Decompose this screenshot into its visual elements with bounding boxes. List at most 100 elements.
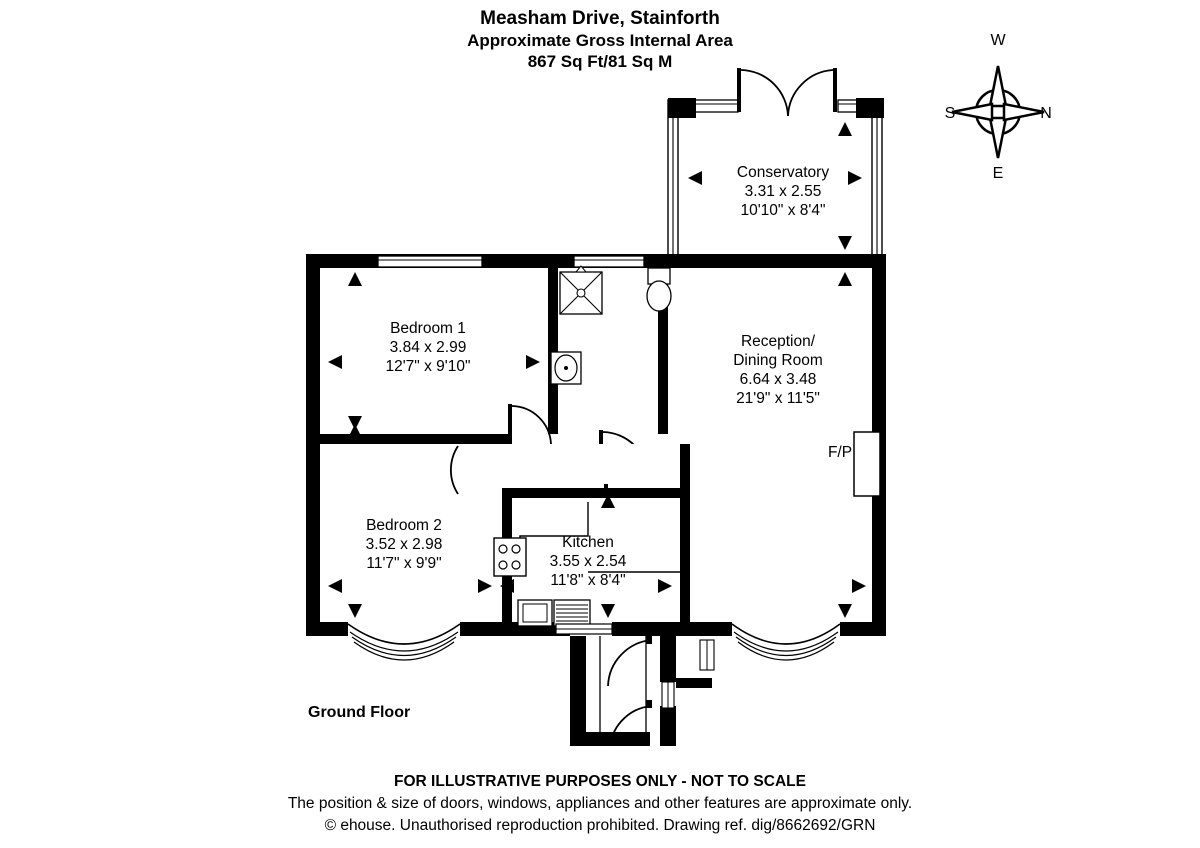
fireplace-label: F/P [828,444,852,461]
room-label-kitchen-metric: 3.55 x 2.54 [550,553,627,570]
room-label-conservatory-metric: 3.31 x 2.55 [745,183,822,200]
dimension-arrow-kitchen-right [658,579,672,593]
copyright-and-drawing-ref: © ehouse. Unauthorised reproduction proh… [324,817,876,834]
compass-label-right: N [1040,105,1052,122]
room-label-bedroom2-imperial: 11'7" x 9'9" [366,555,441,572]
dimension-arrow-bedroom1-bottom [348,416,362,430]
porch-wall-right-lower [660,706,676,746]
dimension-arrow-conservatory-right [848,171,862,185]
fireplace-fixture [853,431,881,497]
dimension-arrow-kitchen-bottom [601,604,615,618]
bedroom-1-room: Bedroom 1 3.84 x 2.99 12'7" x 9'10" [320,268,548,434]
room-label-reception-imperial: 21'9" x 11'5" [736,390,820,407]
dimension-arrow-bedroom1-right [526,355,540,369]
window-bedroom1-top [377,255,483,268]
bay-window-bedroom2 [347,623,461,661]
hob-appliance [493,537,527,577]
compass-label-left: S [945,105,956,122]
side-entry-glazing [699,639,715,671]
exterior-wall-left [306,254,320,636]
conservatory-corner-pier-right [856,98,884,118]
dimension-arrow-bedroom1-top [348,272,362,286]
dimension-arrow-bedroom1-left [328,355,342,369]
conservatory-door-jamb-right [833,68,837,112]
dimension-arrow-bedroom-divider-top [348,424,362,438]
bay-window-reception [731,623,841,661]
partition-wall-kitchen-top-left [502,488,610,498]
room-label-reception-metric: 6.64 x 3.48 [740,371,817,388]
floor-plan-level-label: Ground Floor [308,704,411,721]
disclaimer-primary: FOR ILLUSTRATIVE PURPOSES ONLY - NOT TO … [394,773,806,790]
shower-fixture [559,265,603,315]
dimension-arrow-kitchen-left [500,579,514,593]
conservatory-corner-pier-left [668,98,696,118]
room-label-bedroom1-metric: 3.84 x 2.99 [390,339,467,356]
compass-label-top: W [990,32,1006,49]
exterior-wall-bottom-seg1 [306,622,348,636]
kitchen-room: Kitchen 3.55 x 2.54 11'8" x 8'4" [493,444,698,635]
window-bathroom-top [573,255,645,268]
porch-door-swing-upper [607,639,653,687]
room-label-kitchen-imperial: 11'8" x 8'4" [550,572,625,589]
room-label-bedroom1-name: Bedroom 1 [390,320,466,337]
room-label-bedroom2-metric: 3.52 x 2.98 [366,536,443,553]
compass-rose: W N E S [945,32,1052,182]
main-house-walls [306,254,886,636]
dimension-arrow-conservatory-left [688,171,702,185]
sink-and-drainer [517,599,591,627]
porch-door-swing-lower [609,705,653,747]
porch-wall-bottom-left [570,732,650,746]
hallway-floor [458,444,696,496]
dimension-arrow-conservatory-bottom [838,236,852,250]
dimension-arrow-bedroom2-left [328,579,342,593]
room-label-reception-name-1: Reception/ [741,333,816,350]
bathroom-door-jamb [599,430,603,452]
room-label-bedroom1-imperial: 12'7" x 9'10" [385,358,470,375]
bathroom-room [548,265,672,479]
dimension-arrow-bedroom2-bottom [348,604,362,618]
compass-label-bottom: E [993,165,1004,182]
dimension-arrow-reception-right [852,579,866,593]
partition-wall-kitchen-right [680,444,690,622]
partition-wall-bedroom1-bathroom [548,268,558,434]
room-label-bedroom2-name: Bedroom 2 [366,517,442,534]
porch-structure [570,636,712,747]
compass-needle-top [988,65,1008,108]
toilet-fixture [646,267,672,312]
conservatory-door-swing-right [787,69,834,117]
porch-door-jamb-upper [646,636,652,644]
bedroom1-door-jamb [508,404,512,436]
washbasin-fixture [550,351,582,385]
reception-floor [690,268,872,622]
porch-wall-step [676,678,712,688]
hallway-door-swing-bedroom2 [449,445,459,495]
bedroom1-door-swing [511,405,552,445]
porch-wall-left [570,636,586,746]
room-label-conservatory-imperial: 10'10" x 8'4" [740,202,825,219]
conservatory-door-swing-left [740,69,789,117]
title-subline-area-value: 867 Sq Ft/81 Sq M [527,52,673,71]
compass-needle-bottom [988,116,1008,159]
disclaimer-secondary: The position & size of doors, windows, a… [287,795,913,812]
room-label-kitchen-name: Kitchen [562,534,614,551]
dimension-arrow-kitchen-top [601,494,615,508]
exterior-wall-bottom-seg4 [840,622,886,636]
room-label-reception-name-2: Dining Room [733,352,823,369]
dimension-arrow-bedroom2-right [478,579,492,593]
dimension-arrow-reception-top [838,272,852,286]
dimension-arrow-conservatory-top [838,122,852,136]
room-label-conservatory-name: Conservatory [737,164,829,181]
title-subline-area-label: Approximate Gross Internal Area [467,31,733,50]
partition-wall-kitchen-top-right [608,488,690,498]
dimension-arrow-reception-bottom [838,604,852,618]
conservatory-door-jamb-left [737,68,741,112]
compass-needle-right [1002,102,1045,122]
partition-wall-bathroom-right [658,268,668,434]
reception-dining-room: F/P Reception/ Dining Room 6.64 x 3.48 2… [690,268,881,622]
page-title: Measham Drive, Stainforth [480,8,720,29]
partition-wall-bedrooms [320,434,512,444]
exterior-wall-top-right [686,254,886,268]
porch-door-jamb-lower [646,700,652,708]
